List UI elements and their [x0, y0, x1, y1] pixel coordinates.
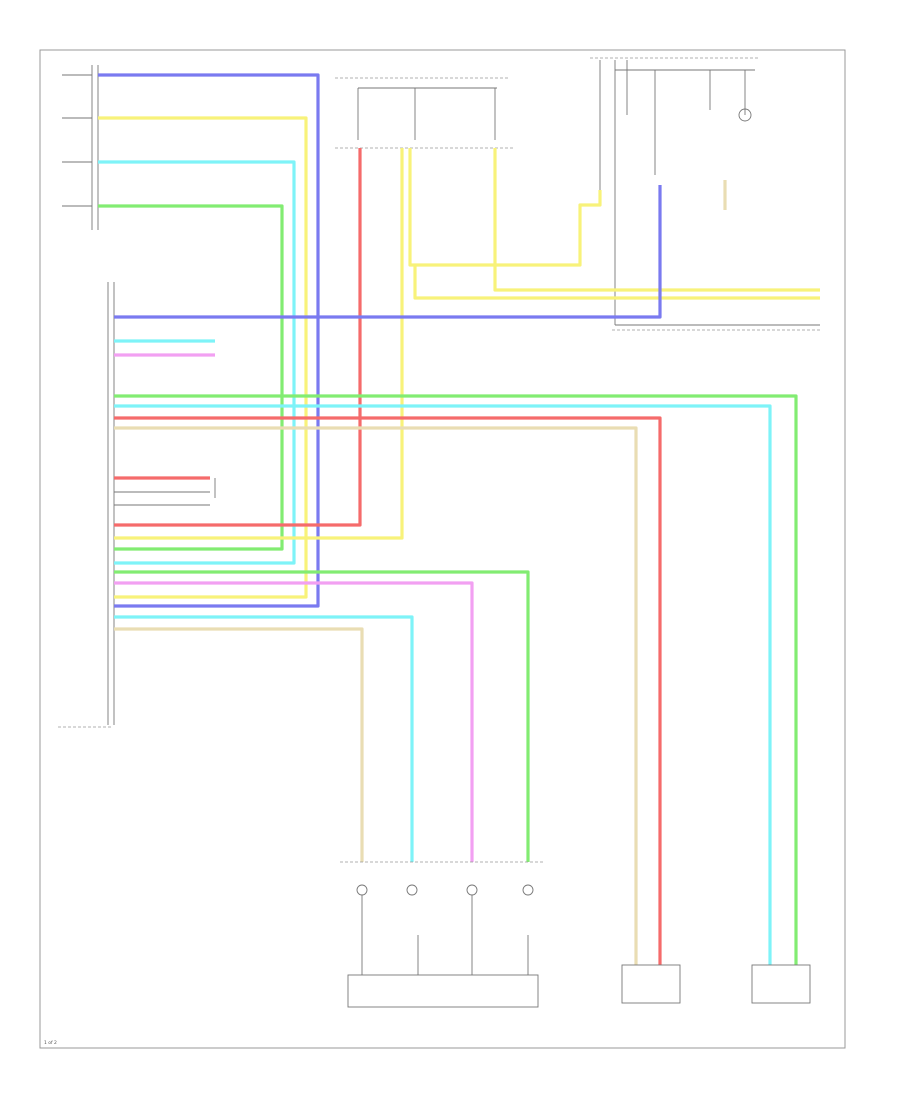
wire-yellow	[98, 116, 308, 599]
wire-yellow-right	[413, 265, 820, 300]
wire-blue	[98, 73, 320, 608]
wire-blue-right	[114, 185, 662, 319]
wire-yellow-right-2	[493, 148, 820, 292]
wire-cyan-long	[114, 404, 772, 965]
wire-green-long	[114, 394, 798, 965]
occupant-sensor-box	[347, 974, 539, 1008]
wire-green-down	[114, 570, 530, 862]
wire-tan-long	[114, 426, 638, 965]
wire-tan-down	[114, 627, 364, 862]
wire-light-green	[98, 204, 284, 551]
lamp-symbol	[738, 108, 752, 122]
wire-cyan-down	[114, 615, 414, 862]
left-sensor-box	[621, 964, 681, 1004]
wire-yellow-branch	[408, 148, 602, 267]
diagram-frame	[39, 49, 846, 1049]
right-sensor-box	[751, 964, 811, 1004]
footer-code: 1 of 2	[44, 1040, 57, 1046]
sensor-pins	[356, 884, 534, 975]
wire-red-long	[114, 416, 662, 965]
wire-yellow-fuse	[114, 148, 404, 540]
wire-light-green-cyan	[98, 160, 296, 565]
wire-red-fuse	[114, 148, 362, 527]
wire-pink-down	[114, 581, 474, 862]
